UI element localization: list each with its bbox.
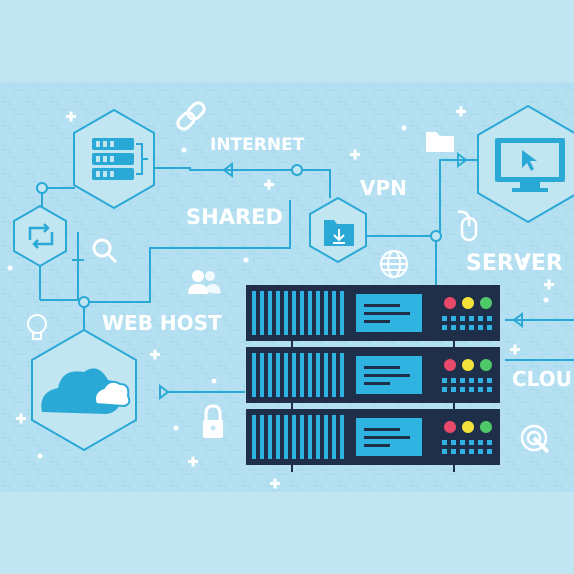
server-stack-node	[73, 108, 155, 210]
mouse-icon	[457, 210, 478, 242]
sync-node	[13, 204, 67, 268]
label-cloud: CLOU	[512, 367, 572, 391]
users-icon	[188, 270, 221, 294]
cloud-node	[31, 328, 137, 452]
server-stack-icon	[92, 138, 148, 180]
monitor-cursor-icon	[495, 138, 565, 192]
label-web-host: WEB HOST	[102, 311, 222, 335]
bulb-icon	[27, 314, 47, 340]
sync-icon	[28, 223, 54, 249]
decorative-plus-signs	[16, 106, 554, 489]
cloud-icon	[41, 368, 131, 414]
link-icon	[176, 101, 206, 131]
server-rack-3	[246, 409, 500, 465]
label-vpn: VPN	[360, 176, 407, 200]
server-rack-1	[246, 285, 500, 341]
monitor-node	[477, 104, 574, 224]
connector-dots	[36, 164, 442, 308]
touch-icon	[520, 424, 550, 454]
decorative-dots	[7, 125, 549, 459]
rack-legs	[291, 341, 455, 472]
label-server: SERVER	[466, 251, 563, 276]
folder-download-icon	[324, 220, 354, 246]
lock-icon	[203, 404, 223, 438]
label-shared: SHARED	[186, 205, 283, 229]
folder-download-node	[309, 196, 367, 264]
search-icon	[92, 238, 118, 264]
arrows	[159, 152, 523, 400]
folder-icon	[426, 132, 454, 152]
globe-icon	[380, 250, 408, 278]
label-internet: INTERNET	[210, 135, 305, 155]
server-rack-2	[246, 347, 500, 403]
